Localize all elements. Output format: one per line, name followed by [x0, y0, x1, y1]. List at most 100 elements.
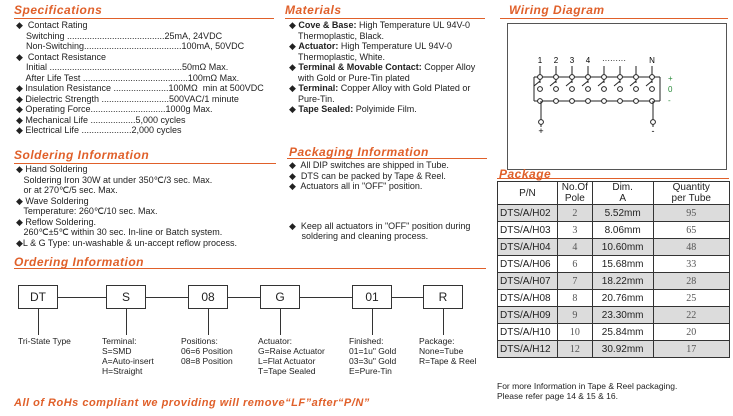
contact-minus: [633, 98, 639, 104]
package-header-cell: Quantity per Tube: [652, 181, 731, 205]
soldering-list: ◆ Hand Soldering Soldering Iron 30W at u…: [16, 164, 237, 248]
ordering-code-label: Finished: 01=1u" Gold 03=3u" Gold E=Pure…: [349, 336, 397, 376]
contact-minus: [649, 98, 655, 104]
packaging-line: ◆ DTS can be packed by Tape & Reel.: [289, 170, 446, 181]
wiring-heading: Wiring Diagram: [509, 3, 605, 17]
switch-blade: [645, 80, 653, 87]
table-cell: 15.68mm: [591, 255, 654, 273]
pin-label-dots: ·········: [602, 56, 626, 65]
contact-plus: [585, 74, 591, 80]
spec-line: ◆ Contact Resistance: [16, 51, 106, 62]
table-cell: 17: [652, 340, 731, 358]
materials-list: ◆ Cove & Base: High Temperature UL 94V-0…: [289, 20, 494, 115]
material-text: High Temperature UL 94V-0: [356, 20, 471, 30]
ordering-heading: Ordering Information: [14, 255, 144, 269]
table-cell: 23.30mm: [591, 306, 654, 324]
ordering-code-box: S: [106, 285, 146, 309]
bullet-icon: ◆: [289, 62, 299, 72]
table-cell: 7: [556, 272, 593, 290]
material-text: High Temperature UL 94V-0: [338, 41, 452, 51]
table-cell: 20.76mm: [591, 289, 654, 307]
soldering-line: 260℃±5℃ within 30 sec. In-line or Batch …: [16, 227, 223, 237]
specifications-list: ◆ Contact Rating Switching .............…: [16, 20, 264, 136]
table-cell: 9: [556, 306, 593, 324]
plus-terminal: [538, 119, 544, 125]
table-cell: 18.22mm: [591, 272, 654, 290]
pin-label-3: 3: [570, 56, 575, 65]
material-label: Terminal & Movable Contact:: [298, 62, 422, 72]
contact-plus: [649, 74, 655, 80]
material-continuation: with Gold or Pure-Tin plated: [298, 72, 410, 83]
contact-plus: [569, 74, 575, 80]
soldering-line: Soldering Iron 30W at under 350℃/3 sec. …: [16, 174, 213, 185]
contact-zero: [569, 86, 575, 92]
wiring-diagram: 1 2 3 4 ········· N + 0 - + -: [507, 23, 727, 170]
rohs-footer: All of RoHs compliant we providing will …: [14, 397, 370, 409]
table-cell: DTS/A/H04: [497, 238, 558, 256]
ordering-code-label: Tri-State Type: [18, 336, 71, 346]
contact-minus: [617, 98, 623, 104]
table-cell: 12: [556, 340, 593, 358]
table-cell: 28: [652, 272, 731, 290]
state-minus: -: [668, 96, 671, 105]
materials-heading: Materials: [285, 3, 342, 17]
table-cell: 30.92mm: [591, 340, 654, 358]
packaging-heading: Packaging Information: [289, 145, 429, 159]
table-cell: DTS/A/H10: [497, 323, 558, 341]
material-label: Tape Sealed:: [298, 104, 354, 114]
ordering-leader: [126, 309, 127, 335]
switch-blade: [629, 80, 637, 87]
table-cell: 10.60mm: [591, 238, 654, 256]
packaging-rule: [287, 158, 487, 159]
ordering-code-box: 08: [188, 285, 228, 309]
table-cell: 48: [652, 238, 731, 256]
contact-zero: [553, 86, 559, 92]
ordering-code-box: 01: [352, 285, 392, 309]
switch-blade: [613, 80, 621, 87]
packaging-line: ◆ Actuators all in "OFF" position.: [289, 181, 423, 191]
wiring-schematic: 1 2 3 4 ········· N + 0 - + -: [533, 56, 673, 136]
table-cell: DTS/A/H09: [497, 306, 558, 324]
material-continuation: Pure-Tin.: [298, 93, 335, 104]
packaging-note-line1: ◆ Keep all actuators in "OFF" position d…: [289, 221, 471, 231]
table-cell: 20: [652, 323, 731, 341]
soldering-line: or at 270℃/5 sec. Max.: [16, 185, 118, 195]
bullet-icon: ◆: [289, 20, 299, 30]
table-cell: 2: [556, 204, 593, 222]
contact-plus: [633, 74, 639, 80]
table-cell: 33: [652, 255, 731, 273]
contact-plus: [617, 74, 623, 80]
spec-line: ◆ Mechanical Life ..................5,00…: [16, 114, 186, 125]
table-cell: 25: [652, 289, 731, 307]
table-cell: 8.06mm: [591, 221, 654, 239]
spec-line: ◆ Contact Rating: [16, 20, 88, 30]
bullet-icon: ◆: [289, 41, 299, 51]
pin-label-n: N: [649, 56, 655, 65]
material-item: ◆ Cove & Base: High Temperature UL 94V-0: [289, 20, 494, 31]
table-cell: DTS/A/H06: [497, 255, 558, 273]
material-item: ◆ Terminal & Movable Contact: Copper All…: [289, 62, 494, 73]
material-text: Copper Alloy: [421, 62, 476, 72]
material-item: ◆ Terminal: Copper Alloy with Gold Plate…: [289, 83, 494, 94]
material-item: ◆ Actuator: High Temperature UL 94V-0: [289, 41, 494, 52]
material-label: Terminal:: [298, 83, 339, 93]
package-header-cell: No.Of Pole: [556, 181, 593, 205]
pin-label-1: 1: [538, 56, 543, 65]
specifications-rule: [14, 18, 274, 19]
spec-line: ◆ Insulation Resistance ................…: [16, 83, 264, 93]
contact-minus: [553, 98, 559, 104]
soldering-heading: Soldering Information: [14, 148, 150, 162]
table-cell: 4: [556, 238, 593, 256]
spec-line: Switching ..............................…: [16, 30, 223, 41]
pin-label-4: 4: [586, 56, 591, 65]
contact-zero: [633, 86, 639, 92]
contact-plus: [553, 74, 559, 80]
contact-zero: [537, 86, 543, 92]
